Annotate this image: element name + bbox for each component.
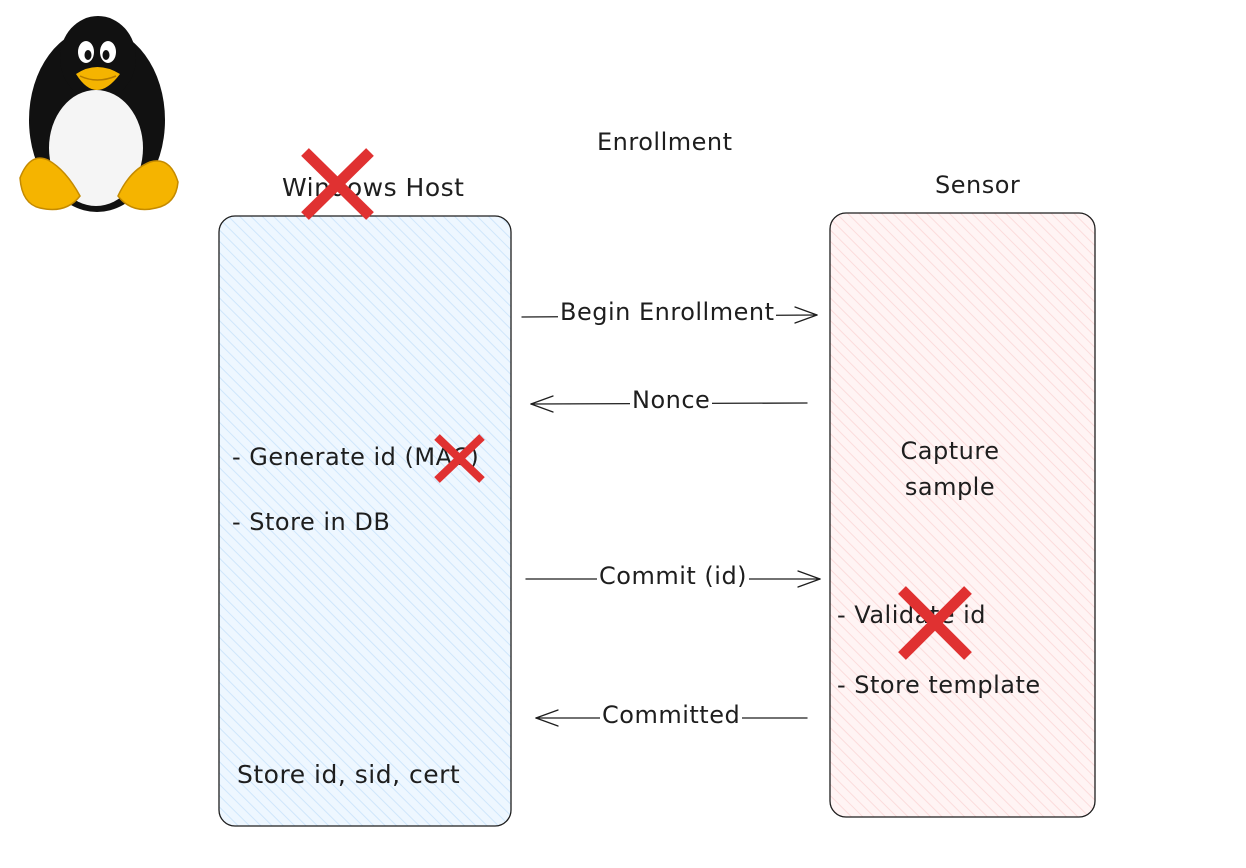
red-x-icon xyxy=(434,434,485,483)
arrow-label-nonce: Nonce xyxy=(630,386,713,414)
arrow-label-commit: Commit (id) xyxy=(597,562,750,590)
host-footer: Store id, sid, cert xyxy=(237,760,461,789)
host-title: Windows Host xyxy=(282,173,465,202)
host-step-store-db: - Store in DB xyxy=(232,508,391,536)
sensor-step-store-template: - Store template xyxy=(837,671,1041,699)
diagram-title: Enrollment xyxy=(597,128,733,156)
sensor-capture-sample: Capture sample xyxy=(900,437,1000,501)
host-step-generate-id: - Generate id (MAC) xyxy=(232,443,480,471)
sensor-box xyxy=(829,212,1096,818)
red-x-icon xyxy=(898,586,972,660)
linux-penguin-icon xyxy=(19,16,179,212)
arrow-label-begin-enrollment: Begin Enrollment xyxy=(558,298,777,326)
arrow-label-committed: Committed xyxy=(600,701,743,729)
red-x-icon xyxy=(301,148,374,220)
sensor-title: Sensor xyxy=(935,171,1021,199)
